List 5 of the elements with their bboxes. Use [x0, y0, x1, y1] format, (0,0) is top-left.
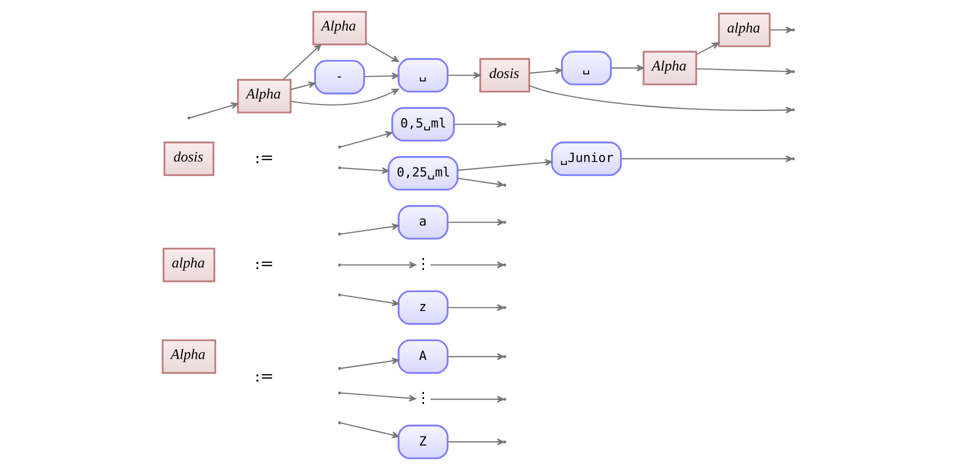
label: :=: [254, 148, 274, 167]
label: :=: [254, 366, 274, 386]
node-text: ⋮: [415, 390, 430, 407]
label: :=: [254, 254, 274, 273]
node-text: ⋮: [415, 256, 430, 272]
